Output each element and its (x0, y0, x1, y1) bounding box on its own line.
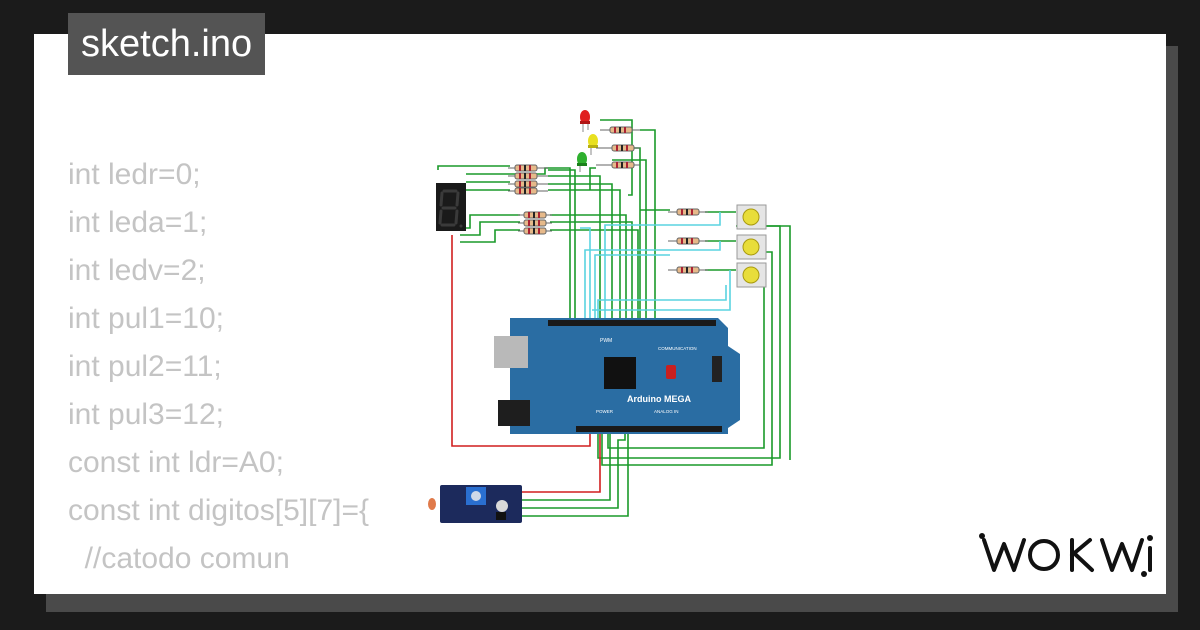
resistor (668, 266, 708, 274)
pushbutton (736, 204, 767, 230)
code-line: //catodo comun (68, 542, 290, 575)
resistor (600, 126, 640, 134)
board-comm-label: COMMUNICATION (658, 346, 697, 351)
led-yellow (588, 134, 598, 155)
code-line: int pul3=12; (68, 398, 224, 431)
resistor (518, 227, 552, 235)
resistor (508, 180, 548, 188)
code-line: const int ldr=A0; (68, 446, 284, 479)
resistor (508, 187, 548, 195)
green-wires (437, 119, 791, 517)
led-red (580, 110, 590, 132)
code-line: int ledr=0; (68, 158, 201, 191)
code-preview: int ledr=0; int leda=1; int ledv=2; int … (68, 151, 369, 594)
resistors (508, 126, 708, 274)
code-line: {1,1,1,1,1,1,0}, //0 (68, 583, 369, 594)
seven-segment-display (436, 183, 466, 231)
board-pwm-label: PWM (600, 338, 612, 344)
led-green (577, 152, 587, 172)
code-line: const int digitos[5][7]={ (68, 494, 370, 527)
circuit-diagram: Arduino MEGA PWM COMMUNICATION POWER ANA… (428, 110, 791, 523)
resistor (668, 237, 708, 245)
cyan-wires (580, 212, 731, 320)
ldr-sensor-module (428, 485, 522, 523)
board-analog-label: ANALOG IN (654, 409, 679, 414)
red-wires (451, 235, 601, 493)
board-power-label: POWER (596, 409, 614, 414)
board-label: Arduino MEGA (627, 394, 691, 404)
code-line: int ledv=2; (68, 254, 206, 287)
code-line: int pul1=10; (68, 302, 224, 335)
sketch-filename-tag: sketch.ino (68, 13, 266, 75)
resistor (518, 211, 552, 219)
preview-card: int ledr=0; int leda=1; int ledv=2; int … (34, 34, 1166, 594)
resistor (668, 208, 708, 216)
code-line: int pul2=11; (68, 350, 222, 383)
wokwi-logo (979, 533, 1153, 577)
resistor (518, 219, 552, 227)
pushbutton (736, 262, 767, 288)
pushbutton (736, 234, 767, 260)
resistor (508, 164, 548, 172)
code-line: int leda=1; (68, 206, 208, 239)
resistor (596, 161, 640, 169)
resistor (508, 172, 548, 180)
arduino-mega-board: Arduino MEGA PWM COMMUNICATION POWER ANA… (494, 318, 740, 434)
resistor (596, 144, 640, 152)
